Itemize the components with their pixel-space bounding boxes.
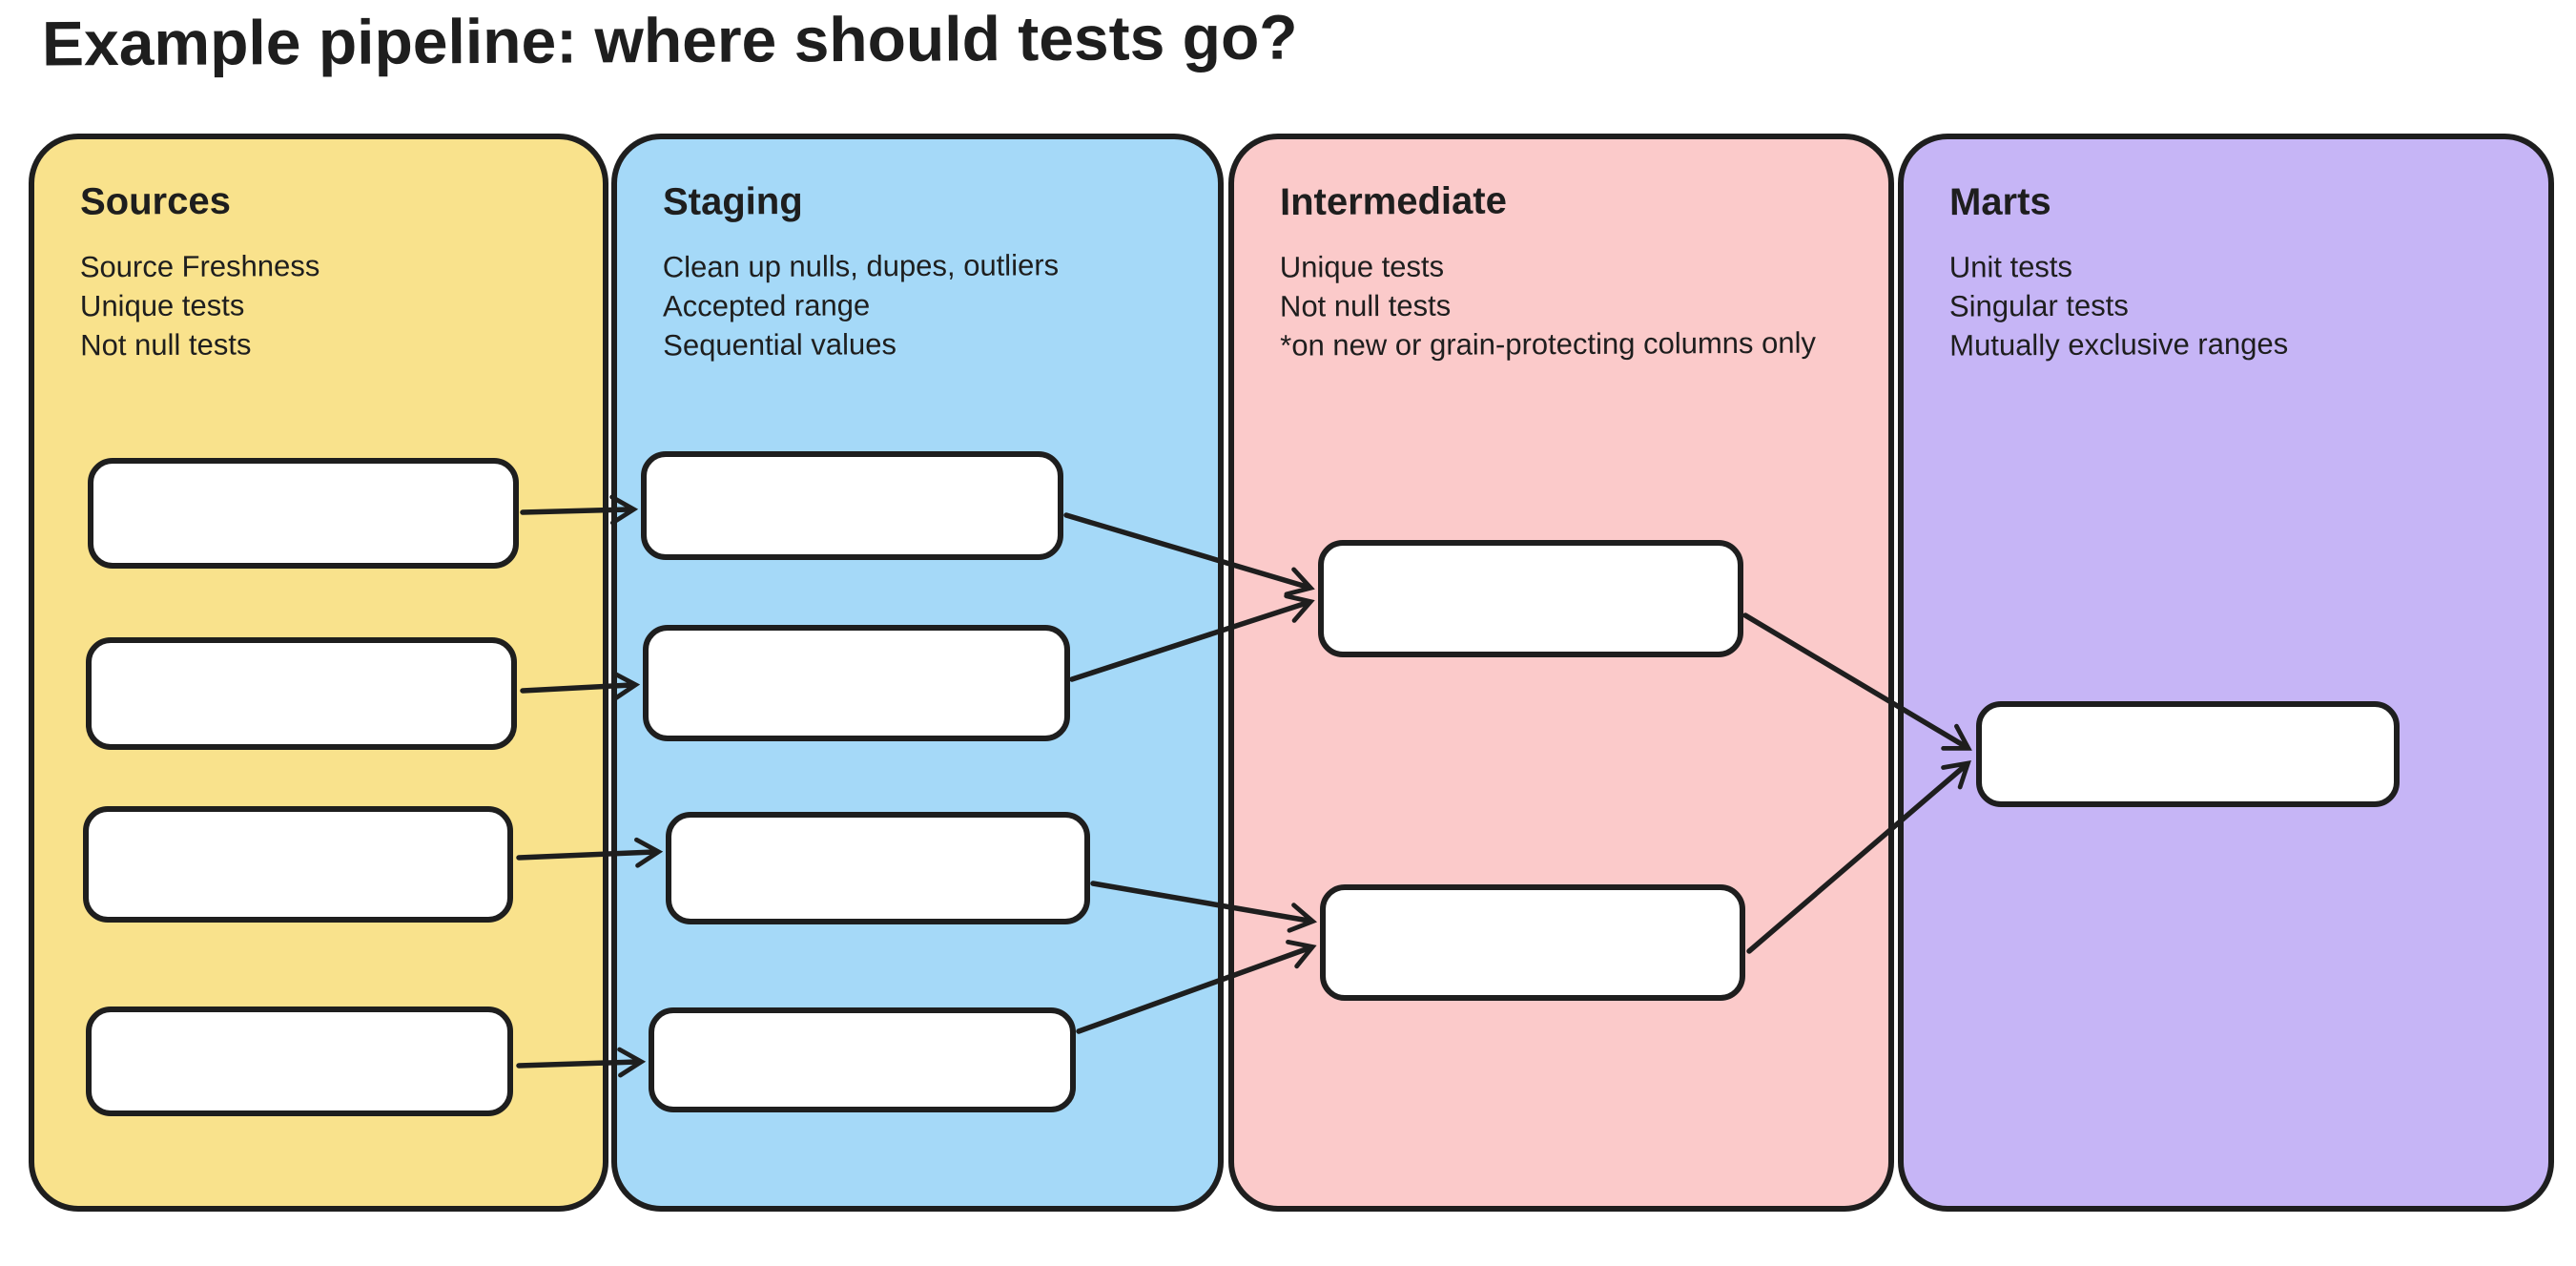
- node-sources-4: [86, 1007, 513, 1116]
- node-intermediate-2: [1320, 884, 1745, 1001]
- node-staging-4: [649, 1007, 1076, 1112]
- node-marts-1: [1976, 701, 2400, 807]
- column-notes: Unit tests Singular tests Mutually exclu…: [1949, 244, 2521, 364]
- node-sources-1: [88, 458, 519, 569]
- column-note: Not null tests: [80, 327, 252, 363]
- column-note: Sequential values: [663, 327, 897, 363]
- column-label: Intermediate: [1279, 179, 1508, 224]
- diagram-title: Example pipeline: where should tests go?: [41, 1, 1298, 79]
- column-note: Accepted range: [662, 288, 871, 323]
- column-note: Mutually exclusive ranges: [1949, 326, 2289, 363]
- column-notes: Source Freshness Unique tests Not null t…: [80, 245, 575, 365]
- column-label: Sources: [79, 179, 232, 223]
- column-note: Singular tests: [1948, 288, 2129, 323]
- column-note: Unique tests: [1279, 249, 1445, 284]
- column-intermediate: Intermediate Unique tests Not null tests…: [1228, 134, 1894, 1212]
- node-sources-2: [86, 637, 517, 750]
- column-note: Unit tests: [1948, 249, 2073, 284]
- column-note: Source Freshness: [79, 249, 320, 284]
- column-label: Staging: [662, 179, 803, 223]
- node-staging-3: [666, 812, 1090, 924]
- column-marts: Marts Unit tests Singular tests Mutually…: [1898, 134, 2554, 1212]
- column-note: Not null tests: [1279, 288, 1452, 323]
- column-notes: Clean up nulls, dupes, outliers Accepted…: [663, 245, 1190, 365]
- column-label: Marts: [1948, 180, 2051, 224]
- node-staging-1: [641, 451, 1063, 560]
- node-intermediate-1: [1318, 540, 1743, 657]
- column-note: Clean up nulls, dupes, outliers: [662, 248, 1060, 284]
- column-note: Unique tests: [79, 288, 245, 323]
- column-note: *on new or grain-protecting columns only: [1280, 325, 1817, 363]
- node-staging-2: [643, 625, 1070, 741]
- column-notes: Unique tests Not null tests *on new or g…: [1280, 244, 1861, 364]
- node-sources-3: [83, 806, 513, 923]
